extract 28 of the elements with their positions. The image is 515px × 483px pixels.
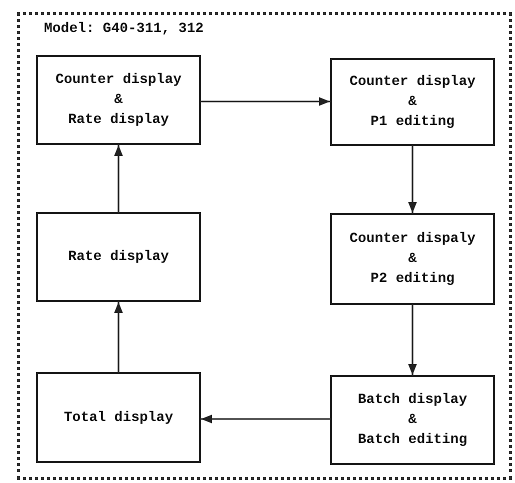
box-text: Counter display: [349, 73, 476, 92]
box-text: Rate display: [68, 111, 169, 130]
box-text: Total display: [64, 408, 174, 428]
box-text: &: [408, 250, 417, 269]
arrow: [201, 414, 330, 424]
box-text: Batch display: [358, 391, 468, 410]
arrow: [114, 302, 123, 372]
box-text: Rate display: [68, 248, 169, 267]
arrow: [114, 145, 123, 212]
process-box: [36, 55, 201, 145]
arrow: [408, 305, 417, 375]
process-box: [36, 372, 201, 463]
box-text: Counter dispaly: [349, 230, 476, 249]
box-text: &: [114, 91, 123, 110]
box-text: &: [408, 411, 417, 430]
process-box: [36, 212, 201, 302]
box-text: P1 editing: [370, 113, 454, 132]
process-box: [330, 375, 495, 465]
arrow: [408, 146, 417, 213]
box-text: P2 editing: [370, 270, 454, 289]
box-text: Batch editing: [358, 431, 468, 450]
box-text: &: [408, 93, 417, 112]
process-box: [330, 213, 495, 305]
arrow: [201, 97, 330, 106]
box-text: Counter display: [55, 71, 182, 90]
dotted-frame: [17, 12, 512, 480]
process-box: [330, 58, 495, 146]
model-heading: Model: G40-311, 312: [44, 21, 204, 37]
